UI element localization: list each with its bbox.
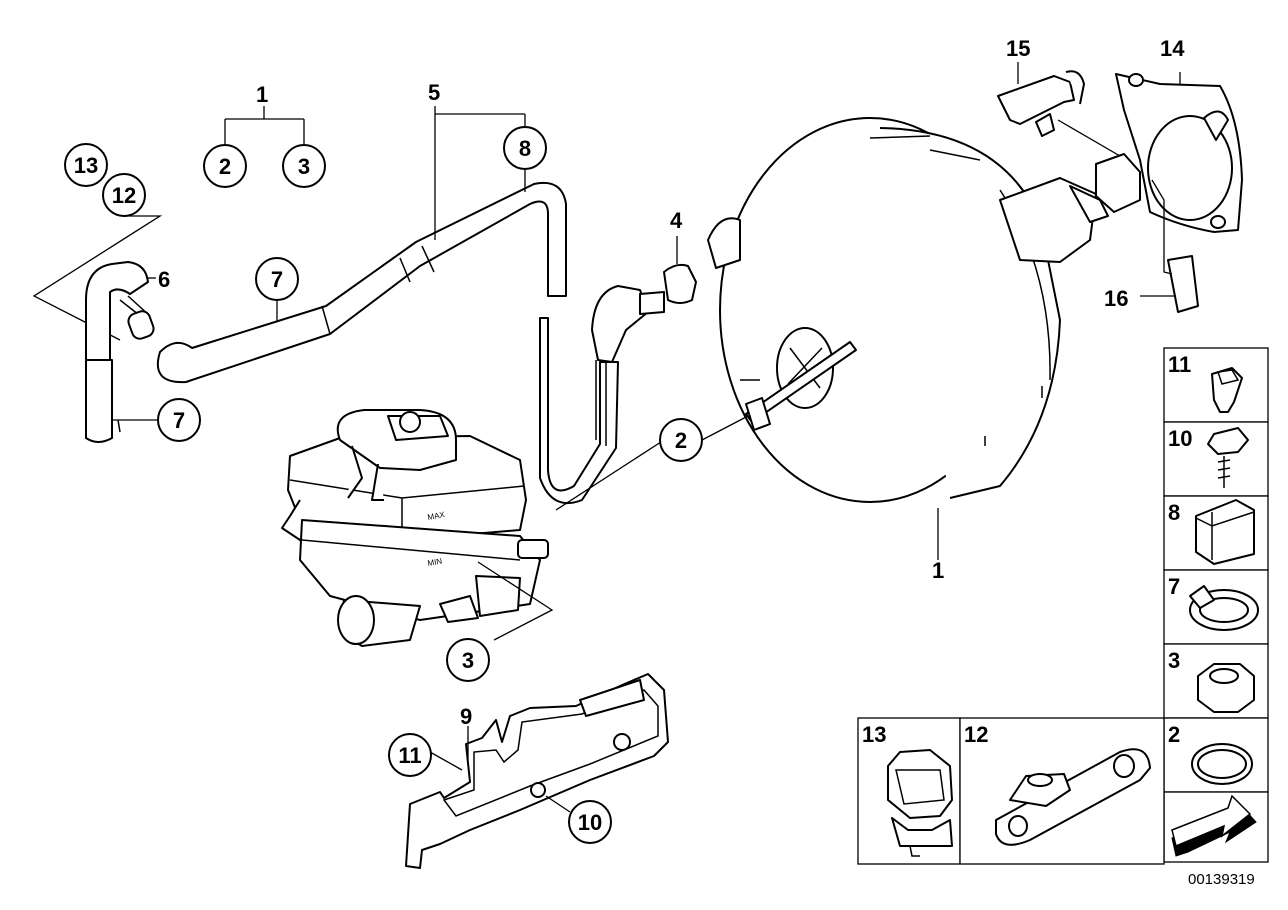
svg-text:12: 12 (964, 722, 988, 747)
master-cylinder-part: MAX MIN 3 (281, 409, 554, 682)
callout-2-top[interactable]: 2 (219, 154, 231, 179)
legend-panel-8[interactable]: 8 (1163, 495, 1269, 571)
callout-4[interactable]: 4 (670, 208, 683, 233)
callout-7-bottom[interactable]: 7 (173, 408, 185, 433)
legend-panel-11[interactable]: 11 (1163, 347, 1269, 423)
reservoir-min-mark: MIN (427, 557, 443, 568)
legend-panel-3[interactable]: 3 (1163, 643, 1269, 719)
svg-text:13: 13 (862, 722, 886, 747)
callout-7-hose[interactable]: 7 (271, 267, 283, 292)
brake-booster-part: 1 2 (555, 117, 1109, 583)
legend-panel-7[interactable]: 7 (1163, 569, 1269, 645)
callout-group-1-top: 1 2 3 (203, 82, 326, 188)
callout-3-bottom[interactable]: 3 (462, 648, 474, 673)
callout-13[interactable]: 13 (74, 153, 98, 178)
callout-8[interactable]: 8 (519, 136, 531, 161)
svg-text:11: 11 (1168, 352, 1191, 377)
callout-11[interactable]: 11 (398, 743, 421, 768)
svg-text:2: 2 (1168, 722, 1180, 747)
legend-panel-10[interactable]: 10 (1163, 421, 1269, 497)
legend-panel-13[interactable]: 13 (857, 717, 961, 865)
callout-14[interactable]: 14 (1160, 36, 1185, 61)
gasket-clip-group: 15 14 16 (997, 36, 1243, 313)
reservoir-max-mark: MAX (427, 510, 446, 522)
vacuum-hose-part (156, 182, 697, 505)
callout-15[interactable]: 15 (1006, 36, 1030, 61)
elbow-hose-part: 6 7 (85, 261, 201, 443)
callout-16[interactable]: 16 (1104, 286, 1128, 311)
legend-panel-12[interactable]: 12 (959, 717, 1165, 865)
callout-1-top[interactable]: 1 (256, 82, 268, 107)
svg-text:8: 8 (1168, 500, 1180, 525)
bracket-part: 9 11 10 (388, 673, 669, 869)
callout-3-top[interactable]: 3 (298, 154, 310, 179)
callout-5-top[interactable]: 5 (428, 80, 440, 105)
callout-10[interactable]: 10 (578, 810, 602, 835)
callout-12[interactable]: 12 (112, 183, 136, 208)
svg-text:7: 7 (1168, 574, 1180, 599)
callout-3-top-circle (282, 144, 326, 188)
svg-text:3: 3 (1168, 648, 1180, 673)
callout-9[interactable]: 9 (460, 704, 472, 729)
callout-group-5-8: 5 8 7 4 (255, 80, 683, 322)
callout-6[interactable]: 6 (158, 267, 170, 292)
callout-1-booster[interactable]: 1 (932, 558, 944, 583)
callout-2-mid[interactable]: 2 (675, 428, 687, 453)
diagram-id: 00139319 (1188, 871, 1255, 888)
legend-panel-arrow (1163, 791, 1269, 863)
callout-2-top-circle (203, 144, 247, 188)
callout-group-13-12: 13 12 (32, 143, 163, 341)
svg-text:10: 10 (1168, 426, 1192, 451)
legend-panel-2[interactable]: 2 (1163, 717, 1269, 793)
